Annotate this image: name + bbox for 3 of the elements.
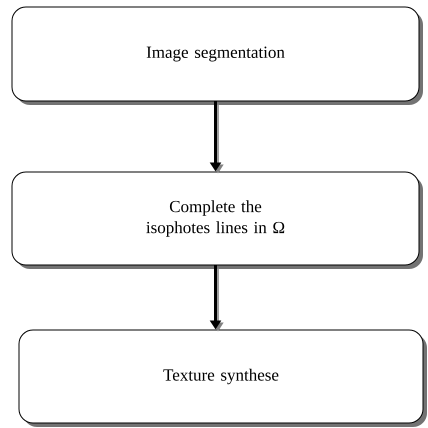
process-box: Texture synthese [18,330,427,427]
process-box: Complete the isophotes lines in Ω [12,172,423,269]
process-box: Image segmentation [12,6,423,105]
